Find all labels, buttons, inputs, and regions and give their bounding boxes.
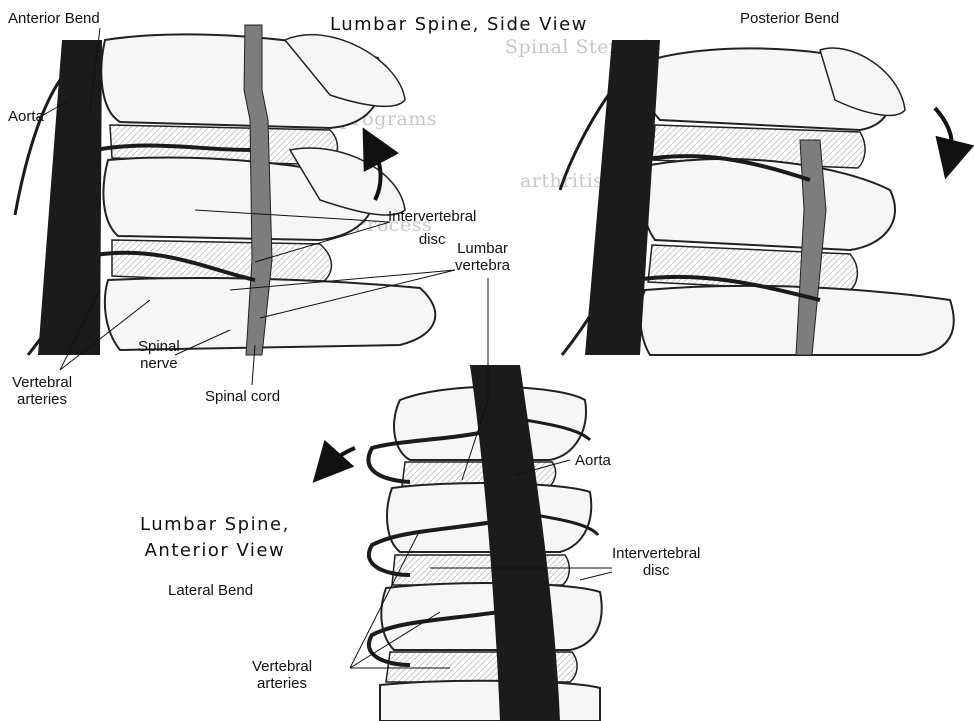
vertebral-body [643, 159, 895, 250]
bend-arrow [326, 448, 355, 468]
vertebral-arteries-label-anterior: Vertebral arteries [252, 658, 312, 692]
spinal-cord-label: Spinal cord [205, 388, 280, 405]
lateral-bend-label: Lateral Bend [168, 582, 253, 599]
spinal-nerve-label-line2: nerve [138, 355, 180, 372]
anterior-view-title: Lumbar Spine, Anterior View [140, 512, 290, 564]
spinal-nerve-label-line1: Spinal [138, 338, 180, 355]
intervertebral-disc-label-line2: disc [612, 562, 700, 579]
aorta-label-side: Aorta [8, 108, 44, 125]
intervertebral-disc-label-anterior: Intervertebral disc [612, 545, 700, 579]
lumbar-vertebra-label-line2: vertebra [455, 257, 510, 274]
lumbar-vertebra-label: Lumbar vertebra [455, 240, 510, 274]
anterior-view-title-line2: Anterior View [140, 538, 290, 564]
vertebral-arteries-label-line1: Vertebral [12, 374, 72, 391]
anterior-bend-label: Anterior Bend [8, 10, 100, 27]
vertebral-arteries-label-side: Vertebral arteries [12, 374, 72, 408]
anterior-view-title-line1: Lumbar Spine, [140, 512, 290, 538]
vertebral-body [380, 681, 600, 721]
posterior-bend-label: Posterior Bend [740, 10, 839, 27]
anterior-bend-illustration [15, 25, 455, 385]
vertebral-body [381, 583, 601, 650]
vertebral-arteries-label-line1: Vertebral [252, 658, 312, 675]
vertebral-arteries-label-line2: arteries [252, 675, 312, 692]
lumbar-vertebra-label-line1: Lumbar [455, 240, 510, 257]
side-view-title: Lumbar Spine, Side View [330, 14, 588, 35]
intervertebral-disc-label-line1: Intervertebral [388, 208, 476, 225]
aorta-label-anterior: Aorta [575, 452, 611, 469]
vertebral-arteries-label-line2: arteries [12, 391, 72, 408]
posterior-bend-illustration [560, 40, 954, 355]
spinal-nerve-label: Spinal nerve [138, 338, 180, 372]
bend-arrow [935, 108, 952, 160]
intervertebral-disc-label-line1: Intervertebral [612, 545, 700, 562]
